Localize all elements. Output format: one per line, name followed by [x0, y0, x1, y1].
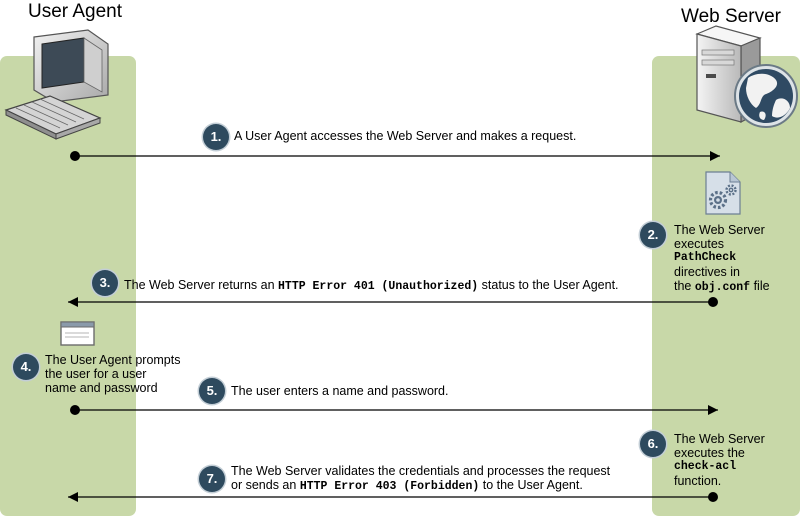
step-7-badge: 7.: [199, 466, 225, 492]
step-3-text: The Web Server returns an HTTP Error 401…: [124, 278, 619, 294]
step-6-line-2: executes the: [674, 446, 745, 460]
step-2-line-1: The Web Server: [674, 223, 765, 237]
step-3-badge: 3.: [92, 270, 118, 296]
login-dialog-window-icon: [60, 321, 95, 346]
config-file-gear-icon: [705, 171, 741, 215]
step-6-text: The Web Server executes the check-acl fu…: [674, 432, 765, 488]
step-3-code: HTTP Error 401 (Unauthorized): [278, 280, 479, 293]
step-2-text: The Web Server executes PathCheck direct…: [674, 223, 770, 295]
step-6-badge: 6.: [640, 431, 666, 457]
step-7-post: to the User Agent.: [482, 478, 583, 492]
step-5-badge: 5.: [199, 378, 225, 404]
step-2-line-2: executes: [674, 237, 725, 251]
step-5-text: The user enters a name and password.: [231, 384, 449, 398]
step-4-line-3: name and password: [45, 381, 158, 395]
step-2-code-objconf: obj.conf: [694, 281, 751, 294]
step-7-text: The Web Server validates the credentials…: [231, 464, 610, 494]
step-1-badge: 1.: [203, 124, 229, 150]
step-3-pre: The Web Server returns an: [124, 278, 275, 292]
step-2-line-3: directives in: [674, 265, 740, 279]
step-4-text: The User Agent prompts the user for a us…: [45, 353, 180, 395]
server-tower-with-globe-icon: [695, 25, 798, 128]
request-arrow-origin: [70, 151, 80, 161]
desktop-computer-icon: [4, 29, 109, 140]
step-7-line-1: The Web Server validates the credentials…: [231, 464, 611, 478]
step-2-code-pathcheck: PathCheck: [674, 251, 737, 264]
server-title: Web Server: [681, 6, 781, 27]
step-2-badge: 2.: [640, 222, 666, 248]
step-4-line-2: the user for a user: [45, 367, 147, 381]
validation-arrow-origin: [708, 492, 718, 502]
step-6-line-1: The Web Server: [674, 432, 765, 446]
step-2-post: file: [753, 279, 770, 293]
step-7-code: HTTP Error 403 (Forbidden): [299, 480, 480, 493]
step-3-post: status to the User Agent.: [481, 278, 619, 292]
step-7-pre: or sends an: [231, 478, 297, 492]
step-6-line-3: function.: [674, 474, 722, 488]
step-1-text: A User Agent accesses the Web Server and…: [234, 129, 577, 143]
server-swimlane: [652, 56, 800, 516]
client-title: User Agent: [28, 1, 122, 22]
step-4-line-1: The User Agent prompts: [45, 353, 181, 367]
step-2-pre: the: [674, 279, 692, 293]
step-4-badge: 4.: [13, 354, 39, 380]
credentials-arrow-origin: [70, 405, 80, 415]
error-401-arrow-origin: [708, 297, 718, 307]
step-6-code: check-acl: [674, 460, 737, 473]
